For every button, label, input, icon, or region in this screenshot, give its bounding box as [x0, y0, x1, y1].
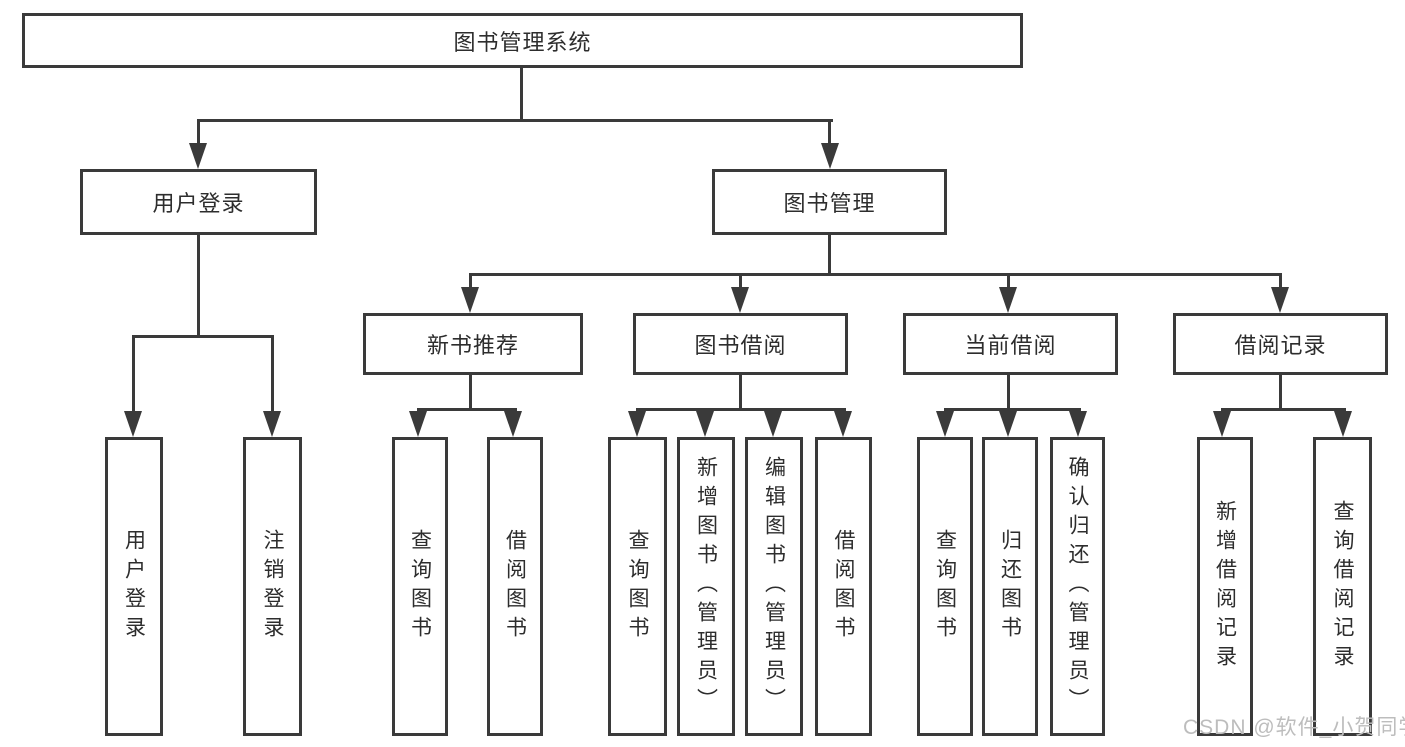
connector-line — [944, 408, 1081, 411]
node-book-borrow: 图书借阅 — [633, 313, 848, 375]
arrow-down-icon — [1271, 287, 1289, 313]
connector-line — [197, 234, 200, 338]
leaf-label: 借阅图书 — [503, 528, 527, 645]
leaf-label: 查询图书 — [933, 528, 957, 645]
arrow-down-icon — [999, 411, 1017, 437]
arrow-down-icon — [999, 287, 1017, 313]
node-book-management: 图书管理 — [712, 169, 947, 235]
leaf-bb-add-book-admin: 新增图书（管理员） — [677, 437, 735, 736]
leaf-nbr-query-books: 查询图书 — [392, 437, 448, 736]
leaf-label: 查询图书 — [408, 528, 432, 645]
arrow-down-icon — [731, 287, 749, 313]
leaf-cb-return-books: 归还图书 — [982, 437, 1038, 736]
connector-line — [636, 408, 846, 411]
arrow-down-icon — [504, 411, 522, 437]
node-root: 图书管理系统 — [22, 13, 1023, 68]
leaf-nbr-borrow-books: 借阅图书 — [487, 437, 543, 736]
leaf-br-add-record: 新增借阅记录 — [1197, 437, 1253, 736]
leaf-bb-borrow-books: 借阅图书 — [815, 437, 872, 736]
arrow-down-icon — [189, 143, 207, 169]
leaf-label: 归还图书 — [998, 528, 1022, 645]
node-borrow-records: 借阅记录 — [1173, 313, 1388, 375]
connector-line — [520, 68, 523, 121]
arrow-down-icon — [628, 411, 646, 437]
leaf-cb-query-books: 查询图书 — [917, 437, 973, 736]
leaf-label: 确认归还（管理员） — [1066, 456, 1090, 717]
connector-line — [1279, 375, 1282, 411]
connector-line — [828, 119, 831, 147]
connector-line — [828, 234, 831, 276]
leaf-user-login: 用户登录 — [105, 437, 163, 736]
leaf-label: 查询图书 — [626, 528, 650, 645]
leaf-label: 新增借阅记录 — [1213, 499, 1237, 674]
arrow-down-icon — [1213, 411, 1231, 437]
connector-line — [739, 375, 742, 410]
arrow-down-icon — [461, 287, 479, 313]
node-new-book-recommend: 新书推荐 — [363, 313, 583, 375]
arrow-down-icon — [821, 143, 839, 169]
leaf-label: 用户登录 — [122, 528, 146, 645]
connector-line — [469, 273, 472, 289]
leaf-label: 查询借阅记录 — [1331, 499, 1355, 674]
arrow-down-icon — [764, 411, 782, 437]
arrow-down-icon — [263, 411, 281, 437]
arrow-down-icon — [696, 411, 714, 437]
connector-line — [469, 273, 1282, 276]
leaf-cb-confirm-return-admin: 确认归还（管理员） — [1050, 437, 1105, 736]
csdn-watermark: CSDN @软件_小贺同学 — [1183, 716, 1405, 739]
connector-line — [132, 335, 274, 338]
arrow-down-icon — [124, 411, 142, 437]
node-user-login: 用户登录 — [80, 169, 317, 235]
leaf-bb-query-books: 查询图书 — [608, 437, 667, 736]
connector-line — [197, 119, 200, 147]
connector-line — [739, 273, 742, 289]
leaf-label: 新增图书（管理员） — [694, 456, 718, 717]
leaf-bb-edit-book-admin: 编辑图书（管理员） — [745, 437, 803, 736]
connector-line — [417, 408, 517, 411]
connector-line — [197, 119, 833, 122]
connector-line — [132, 335, 135, 413]
leaf-label: 注销登录 — [261, 528, 285, 645]
arrow-down-icon — [936, 411, 954, 437]
leaf-br-query-record: 查询借阅记录 — [1313, 437, 1372, 736]
connector-line — [1007, 273, 1010, 289]
node-current-borrow: 当前借阅 — [903, 313, 1118, 375]
connector-line — [271, 335, 274, 413]
leaf-logout: 注销登录 — [243, 437, 302, 736]
leaf-label: 借阅图书 — [832, 528, 856, 645]
leaf-label: 编辑图书（管理员） — [762, 456, 786, 717]
connector-line — [1279, 273, 1282, 289]
connector-line — [1221, 408, 1346, 411]
arrow-down-icon — [834, 411, 852, 437]
arrow-down-icon — [1069, 411, 1087, 437]
arrow-down-icon — [409, 411, 427, 437]
arrow-down-icon — [1334, 411, 1352, 437]
connector-line — [1007, 375, 1010, 411]
connector-line — [469, 375, 472, 411]
